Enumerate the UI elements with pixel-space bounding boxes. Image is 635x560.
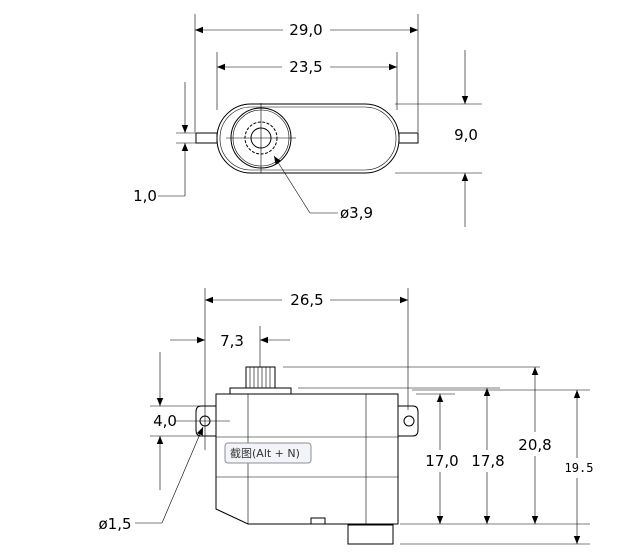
right-ear (398, 405, 419, 437)
dim-ear-height: 4,0 (153, 412, 177, 430)
screenshot-tooltip: 截图(Alt + N) (224, 442, 312, 464)
dim-height-alt: 19.5 (565, 461, 594, 475)
right-tab (398, 132, 419, 144)
dim-shaft-diameter: ø3,9 (340, 204, 373, 222)
dim-height-total: 20,8 (518, 436, 551, 454)
dim-tab-thickness: 1,0 (133, 187, 157, 205)
dim-hole-diameter: ø1,5 (98, 515, 131, 533)
dim-body-height: 9,0 (454, 126, 478, 144)
dim-height-ear: 17,0 (425, 452, 458, 470)
cable-exit (347, 524, 394, 545)
dim-shaft-offset: 7,3 (220, 332, 244, 350)
output-spline (245, 366, 276, 389)
left-tab (195, 132, 218, 144)
right-mount-hole (403, 415, 415, 427)
dim-height-body: 17,8 (471, 452, 504, 470)
side-view: 26,5 7,3 4,0 ø1,5 17,0 17,8 20,8 (98, 288, 594, 545)
dim-mount-width: 26,5 (290, 291, 323, 309)
dim-overall-width: 29,0 (289, 21, 322, 39)
top-view: 29,0 23,5 9,0 1,0 ø3,9 (133, 14, 482, 227)
top-cap (229, 387, 292, 395)
tooltip-label: 截图(Alt + N) (230, 446, 300, 460)
dim-body-width: 23,5 (289, 58, 322, 76)
